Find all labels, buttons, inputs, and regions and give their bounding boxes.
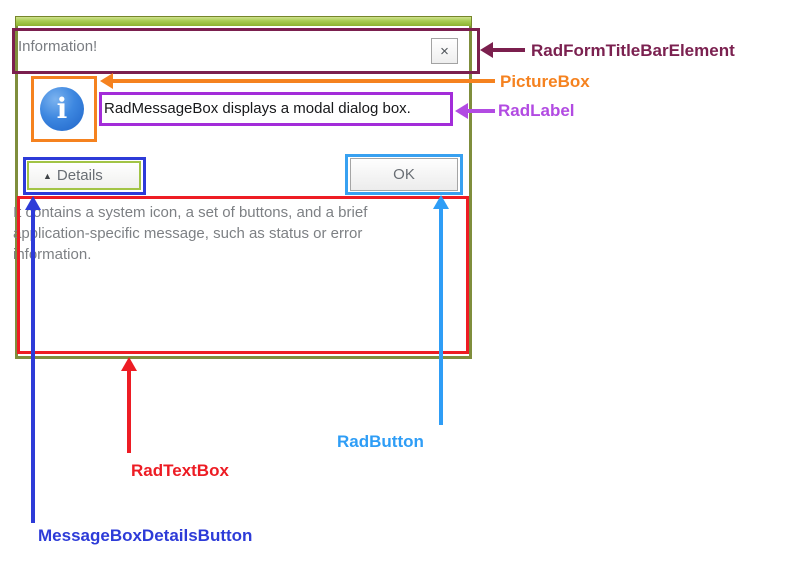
arrow-shaft bbox=[31, 209, 35, 523]
arrow-shaft bbox=[493, 48, 525, 52]
annotation-label-titlebar: RadFormTitleBarElement bbox=[531, 41, 735, 60]
annotation-label-picturebox: PictureBox bbox=[500, 72, 590, 91]
annotation-box-detailsbutton bbox=[23, 157, 146, 195]
close-button[interactable]: × bbox=[431, 38, 458, 64]
annotation-box-textbox bbox=[17, 196, 469, 354]
arrow-left-icon bbox=[455, 103, 468, 119]
arrow-shaft bbox=[113, 79, 495, 83]
message-label: RadMessageBox displays a modal dialog bo… bbox=[104, 100, 411, 117]
close-icon: × bbox=[440, 42, 449, 60]
info-icon: i bbox=[40, 87, 84, 131]
annotation-box-okbutton bbox=[345, 154, 463, 195]
annotation-label-radtextbox: RadTextBox bbox=[131, 461, 229, 480]
arrow-shaft bbox=[439, 208, 443, 425]
annotation-label-radbutton: RadButton bbox=[337, 432, 424, 451]
arrow-up-icon bbox=[121, 357, 137, 371]
ok-button[interactable]: OK bbox=[350, 158, 458, 191]
annotation-label-radlabel: RadLabel bbox=[498, 101, 575, 120]
arrow-left-icon bbox=[480, 42, 493, 58]
collapse-arrow-icon: ▲ bbox=[43, 170, 52, 181]
info-icon-glyph: i bbox=[56, 92, 68, 125]
dialog-title: Information! bbox=[18, 38, 98, 55]
annotation-label-detailsbutton: MessageBoxDetailsButton bbox=[38, 526, 253, 545]
ok-button-label: OK bbox=[393, 166, 415, 183]
annotation-box-titlebar bbox=[12, 28, 480, 74]
arrow-shaft bbox=[468, 109, 495, 113]
arrow-shaft bbox=[127, 370, 131, 453]
arrow-up-icon bbox=[25, 196, 41, 210]
arrow-up-icon bbox=[433, 195, 449, 209]
annotation-box-radlabel bbox=[99, 92, 453, 126]
details-button[interactable]: ▲ Details bbox=[27, 161, 141, 190]
arrow-left-icon bbox=[100, 73, 113, 89]
details-button-label: Details bbox=[56, 167, 103, 184]
annotation-box-picturebox bbox=[31, 76, 97, 142]
